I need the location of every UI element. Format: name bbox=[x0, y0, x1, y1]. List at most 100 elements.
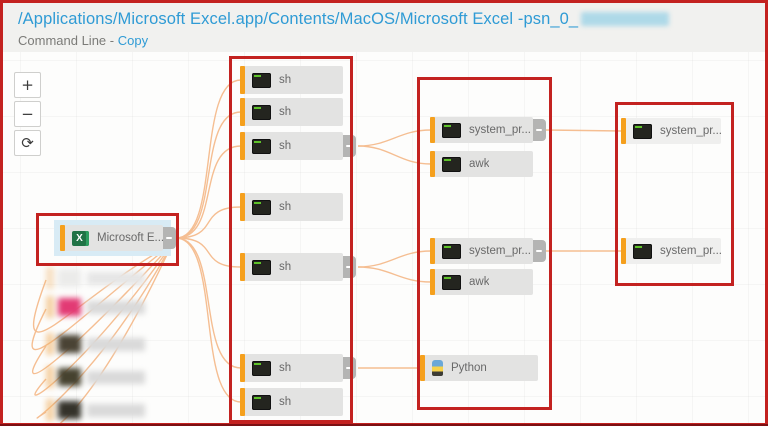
accent-bar bbox=[240, 66, 245, 94]
accent-bar bbox=[240, 354, 245, 382]
process-node-sh-6[interactable]: sh bbox=[240, 354, 356, 382]
zoom-out-button[interactable]: − bbox=[14, 101, 41, 127]
expand-collapse-handle[interactable] bbox=[533, 240, 546, 262]
process-node-awk-1[interactable]: awk bbox=[430, 151, 533, 177]
redacted-icon bbox=[58, 368, 81, 386]
process-node-system-process-4[interactable]: system_pr... bbox=[621, 238, 721, 264]
zoom-in-button[interactable]: + bbox=[14, 72, 41, 98]
process-node-redacted-5[interactable] bbox=[46, 399, 145, 421]
terminal-icon bbox=[252, 360, 271, 376]
redacted-icon bbox=[58, 401, 81, 419]
process-node-redacted-4[interactable] bbox=[46, 366, 145, 388]
redacted-icon bbox=[58, 269, 81, 287]
terminal-icon bbox=[252, 394, 271, 410]
edge-sysproc1-sysproc3 bbox=[545, 129, 623, 132]
process-label: sh bbox=[279, 74, 292, 86]
process-label: system_pr... bbox=[469, 245, 531, 257]
edge-sh3-sysproc1 bbox=[357, 129, 432, 147]
process-node-awk-2[interactable]: awk bbox=[430, 269, 533, 295]
accent-bar bbox=[420, 355, 425, 381]
terminal-icon bbox=[633, 123, 652, 139]
accent-bar bbox=[46, 267, 54, 289]
command-line-subtitle: Command Line - Copy bbox=[18, 33, 765, 48]
edge-sh5-sysproc2 bbox=[357, 250, 432, 268]
redacted-label bbox=[87, 403, 145, 417]
expand-collapse-handle[interactable] bbox=[343, 256, 356, 278]
edge-excel-sh3 bbox=[175, 145, 242, 239]
process-label: sh bbox=[279, 106, 292, 118]
terminal-icon bbox=[252, 104, 271, 120]
terminal-icon bbox=[633, 243, 652, 259]
process-node-excel[interactable]: Microsoft E... bbox=[60, 225, 176, 251]
redacted-label bbox=[87, 300, 145, 314]
process-node-system-process-2[interactable]: system_pr... bbox=[430, 238, 546, 264]
process-label: Python bbox=[451, 362, 487, 374]
excel-icon bbox=[72, 230, 89, 246]
accent-bar bbox=[430, 269, 435, 295]
process-node-redacted-1[interactable] bbox=[46, 267, 145, 289]
subtitle-label: Command Line - bbox=[18, 33, 115, 48]
edge-excel-sh5 bbox=[175, 237, 242, 268]
edge-excel-sh1 bbox=[175, 79, 242, 239]
process-node-system-process-3[interactable]: system_pr... bbox=[621, 118, 721, 144]
process-node-sh-2[interactable]: sh bbox=[240, 98, 343, 126]
process-label: system_pr... bbox=[469, 124, 531, 136]
expand-collapse-handle[interactable] bbox=[533, 119, 546, 141]
accent-bar bbox=[240, 98, 245, 126]
process-label: system_pr... bbox=[660, 125, 721, 137]
terminal-icon bbox=[442, 156, 461, 172]
expand-collapse-handle[interactable] bbox=[343, 357, 356, 379]
process-label: sh bbox=[279, 140, 292, 152]
command-line-text: /Applications/Microsoft Excel.app/Conten… bbox=[18, 10, 579, 28]
accent-bar bbox=[46, 399, 54, 421]
command-line-header: /Applications/Microsoft Excel.app/Conten… bbox=[3, 3, 765, 52]
process-label: sh bbox=[279, 362, 292, 374]
terminal-icon bbox=[442, 243, 461, 259]
process-label: awk bbox=[469, 276, 490, 288]
redacted-icon bbox=[58, 335, 81, 353]
expand-collapse-handle[interactable] bbox=[163, 227, 176, 249]
terminal-icon bbox=[252, 259, 271, 275]
redacted-icon bbox=[58, 298, 81, 316]
accent-bar bbox=[430, 238, 435, 264]
accent-bar bbox=[60, 225, 65, 251]
process-label: Microsoft E... bbox=[97, 232, 163, 244]
expand-collapse-handle[interactable] bbox=[343, 135, 356, 157]
process-node-sh-4[interactable]: sh bbox=[240, 193, 343, 221]
copy-link[interactable]: Copy bbox=[117, 33, 149, 48]
process-label: system_pr... bbox=[660, 245, 721, 257]
edge-excel-sh2 bbox=[175, 111, 242, 239]
accent-bar bbox=[240, 388, 245, 416]
command-line-title: /Applications/Microsoft Excel.app/Conten… bbox=[18, 10, 765, 29]
terminal-icon bbox=[442, 122, 461, 138]
process-node-redacted-3[interactable] bbox=[46, 333, 145, 355]
accent-bar bbox=[46, 366, 54, 388]
process-node-sh-3[interactable]: sh bbox=[240, 132, 356, 160]
refresh-icon[interactable]: ⟳ bbox=[14, 130, 41, 156]
redacted-label bbox=[87, 337, 145, 351]
process-node-redacted-2[interactable] bbox=[46, 296, 145, 318]
edge-sh3-awk1 bbox=[357, 145, 432, 165]
process-node-sh-7[interactable]: sh bbox=[240, 388, 343, 416]
accent-bar bbox=[621, 238, 626, 264]
process-label: sh bbox=[279, 201, 292, 213]
accent-bar bbox=[240, 193, 245, 221]
terminal-icon bbox=[252, 138, 271, 154]
python-icon bbox=[432, 360, 443, 376]
process-graph-canvas[interactable] bbox=[3, 52, 765, 423]
process-label: sh bbox=[279, 396, 292, 408]
terminal-icon bbox=[252, 199, 271, 215]
redacted-psn-value bbox=[581, 12, 670, 26]
redacted-label bbox=[87, 370, 145, 384]
terminal-icon bbox=[442, 274, 461, 290]
process-node-sh-5[interactable]: sh bbox=[240, 253, 356, 281]
accent-bar bbox=[46, 333, 54, 355]
edge-excel-sh4 bbox=[175, 206, 242, 239]
accent-bar bbox=[240, 132, 245, 160]
process-node-system-process-1[interactable]: system_pr... bbox=[430, 117, 546, 143]
accent-bar bbox=[430, 117, 435, 143]
process-node-sh-1[interactable]: sh bbox=[240, 66, 343, 94]
process-node-python[interactable]: Python bbox=[420, 355, 538, 381]
accent-bar bbox=[621, 118, 626, 144]
edge-sh5-awk2 bbox=[357, 266, 432, 283]
